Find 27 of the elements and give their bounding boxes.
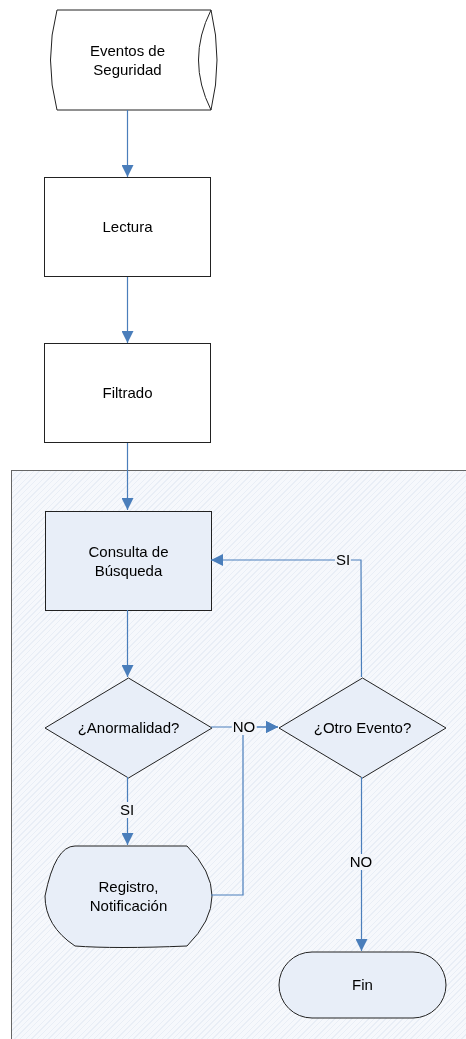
process-box	[44, 343, 211, 443]
terminator-shape	[279, 952, 446, 1018]
node-label: Fin	[352, 975, 373, 995]
node-label: Lectura	[102, 217, 153, 237]
arrow	[210, 554, 363, 678]
node-label: Registro, Notificación	[88, 876, 169, 916]
node-label: ¿Anormalidad?	[77, 718, 180, 738]
arrow	[121, 276, 134, 344]
decision-diamond	[279, 678, 446, 778]
node-label: ¿Otro Evento?	[313, 718, 412, 738]
decision-diamond	[45, 678, 212, 778]
arrow	[355, 776, 368, 952]
display-shape	[45, 846, 212, 946]
group-panel	[11, 470, 466, 1039]
edge-label: SI	[334, 552, 352, 568]
node-label: Consulta de Búsqueda	[87, 541, 170, 581]
edge-label: NO	[231, 719, 257, 735]
edge-label: SI	[118, 802, 136, 818]
arrow	[121, 609, 134, 678]
arrow	[121, 442, 134, 511]
node-label: Filtrado	[102, 383, 153, 403]
arrow	[121, 109, 134, 178]
edge-label: NO	[348, 854, 374, 870]
process-box	[44, 177, 211, 277]
process-box	[45, 511, 212, 611]
node-label: Eventos de Seguridad	[88, 40, 167, 80]
arrow	[210, 721, 279, 896]
